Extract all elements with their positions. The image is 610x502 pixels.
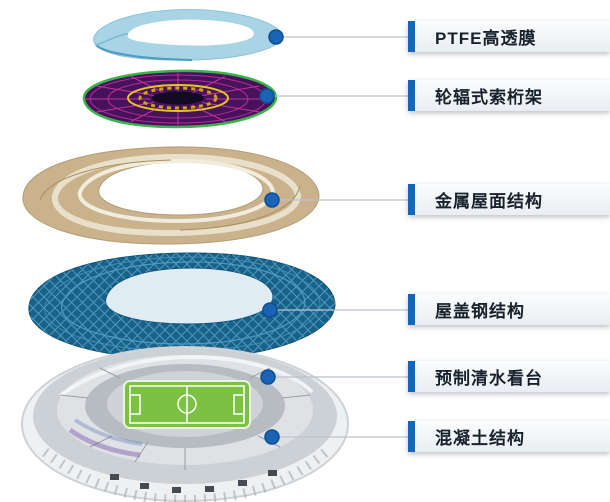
label-text-metal-roof: 金属屋面结构 [435,192,543,211]
label-text-ptfe-membrane: PTFE高透膜 [435,29,537,48]
concrete-facade-slats [41,446,332,502]
facade-openings [110,470,277,493]
stadium-bowl-layer [21,346,349,502]
leader-dot-concrete [264,429,280,445]
label-concrete: 混凝土结构 [408,421,610,452]
label-steel-roof: 屋盖钢结构 [408,294,610,325]
label-precast-stand: 预制清水看台 [408,361,610,392]
leader-dot-metal-roof [264,192,280,208]
pitch-field [123,380,251,429]
leader-dot-steel-roof [262,302,278,318]
label-metal-roof: 金属屋面结构 [408,184,610,215]
leader-lines [267,36,410,438]
label-accent-bar [408,361,415,392]
cable-truss-layer [82,69,278,129]
label-ptfe-membrane: PTFE高透膜 [408,21,610,52]
ptfe-membrane-layer [93,9,283,61]
leader-dot-truss [259,88,275,104]
leader-dot-ptfe [268,29,284,45]
label-cable-truss: 轮辐式索桁架 [408,80,610,111]
leader-dot-stand [260,369,276,385]
label-accent-bar [408,421,415,452]
label-text-concrete: 混凝土结构 [435,429,525,448]
label-accent-bar [408,21,415,52]
label-text-steel-roof: 屋盖钢结构 [435,302,525,321]
label-accent-bar [408,294,415,325]
steel-roof-layer [28,252,336,360]
label-accent-bar [408,80,415,111]
metal-roof-layer [22,146,320,245]
leader-dots [259,29,284,445]
label-text-precast-stand: 预制清水看台 [435,369,543,388]
label-text-cable-truss: 轮辐式索桁架 [435,88,543,107]
label-accent-bar [408,184,415,215]
